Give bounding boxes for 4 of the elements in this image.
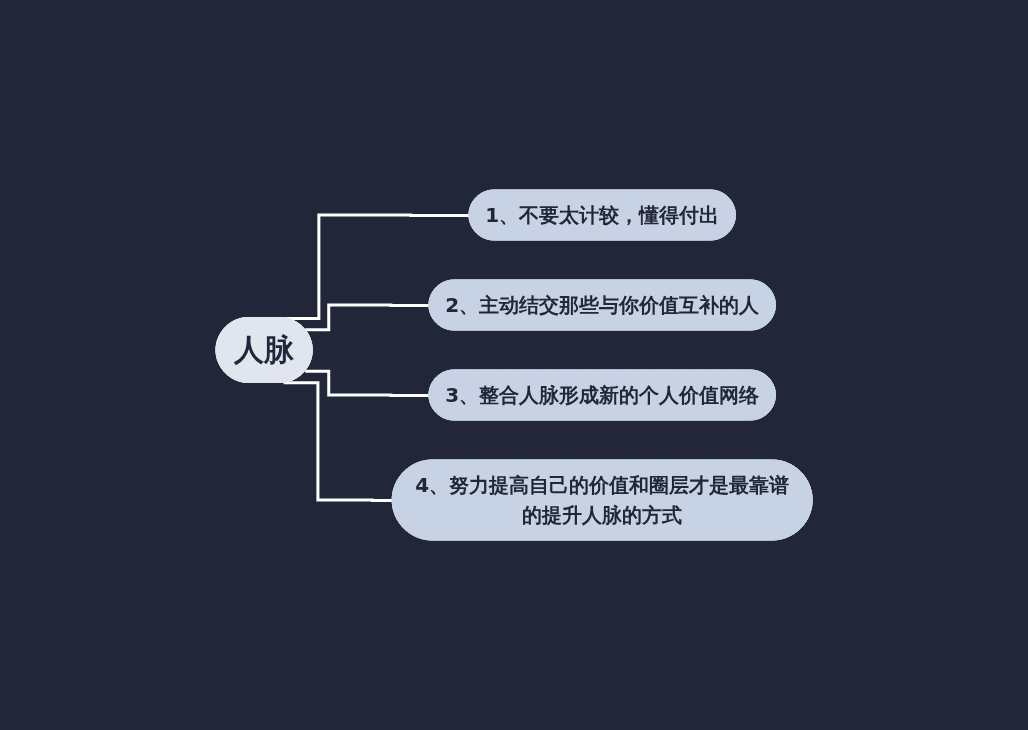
connector xyxy=(285,213,470,320)
connector xyxy=(283,381,393,502)
connector xyxy=(305,303,430,332)
connector xyxy=(305,369,430,397)
